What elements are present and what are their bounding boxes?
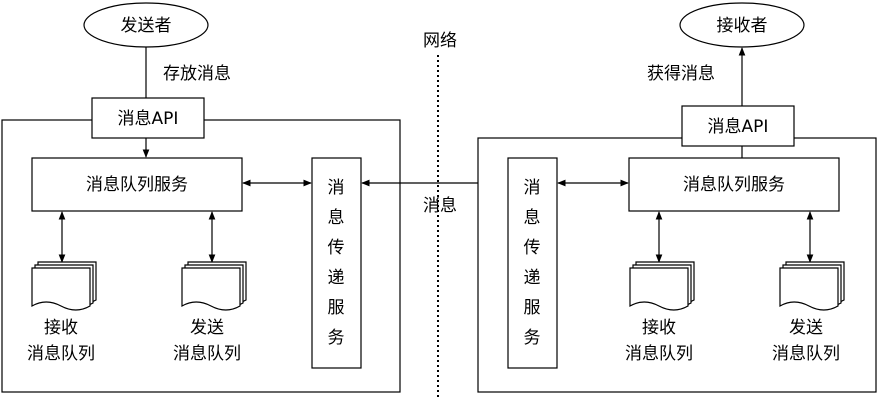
receiver-transfer-service-label: 消 息 传 递 服 务 — [524, 178, 541, 348]
network-label: 网络 — [423, 31, 457, 51]
svg-text:递: 递 — [524, 268, 541, 288]
svg-text:递: 递 — [328, 268, 345, 288]
sender-queue-service-label: 消息队列服务 — [86, 175, 188, 195]
sender-queue-service-box — [31, 157, 243, 212]
receiver-side: 接收者 获得消息 消息API 消息队列服务 消 息 传 递 服 务 接收 消息队… — [477, 2, 877, 393]
svg-text:服: 服 — [524, 298, 541, 318]
store-message-label: 存放消息 — [163, 64, 231, 84]
sender-transfer-service-box — [311, 157, 362, 369]
sender-receive-queue-label-2: 消息队列 — [27, 344, 95, 364]
receiver-send-queue-label-2: 消息队列 — [772, 344, 840, 364]
svg-text:消: 消 — [328, 178, 345, 198]
svg-text:传: 传 — [524, 238, 541, 258]
receiver-send-queue-label-1: 发送 — [789, 318, 823, 338]
sender-send-queue-icon — [181, 261, 247, 311]
svg-text:务: 务 — [328, 328, 345, 348]
sender-receive-queue-icon — [31, 261, 97, 311]
svg-text:消: 消 — [524, 178, 541, 198]
svg-text:息: 息 — [328, 208, 345, 228]
sender-send-queue-label-2: 消息队列 — [173, 344, 241, 364]
sender-receive-queue-label-1: 接收 — [44, 318, 78, 338]
svg-text:服: 服 — [328, 298, 345, 318]
svg-text:务: 务 — [524, 328, 541, 348]
receiver-receive-queue-label-1: 接收 — [642, 318, 676, 338]
sender-transfer-service-label: 消 息 传 递 服 务 — [328, 178, 345, 348]
receiver-receive-queue-label-2: 消息队列 — [625, 344, 693, 364]
sender-api-label: 消息API — [118, 109, 179, 129]
sender-side: 发送者 存放消息 消息API 消息队列服务 消 息 传 递 服 务 接收 消息队… — [1, 2, 401, 393]
svg-text:传: 传 — [328, 238, 345, 258]
get-message-label: 获得消息 — [647, 64, 715, 84]
receiver-queue-service-label: 消息队列服务 — [683, 175, 785, 195]
sender-api-box — [91, 97, 205, 139]
receiver-send-queue-icon — [779, 261, 845, 311]
receiver-queue-service-box — [628, 157, 840, 212]
receiver-api-label: 消息API — [708, 117, 769, 137]
receiver-actor-label: 接收者 — [717, 16, 768, 36]
sender-actor-label: 发送者 — [121, 16, 172, 36]
message-label: 消息 — [423, 196, 457, 216]
receiver-api-box — [681, 105, 795, 147]
receiver-transfer-service-box — [507, 157, 558, 369]
receiver-actor — [679, 2, 805, 48]
svg-text:息: 息 — [524, 208, 541, 228]
sender-send-queue-label-1: 发送 — [190, 318, 224, 338]
receiver-receive-queue-icon — [629, 261, 695, 311]
